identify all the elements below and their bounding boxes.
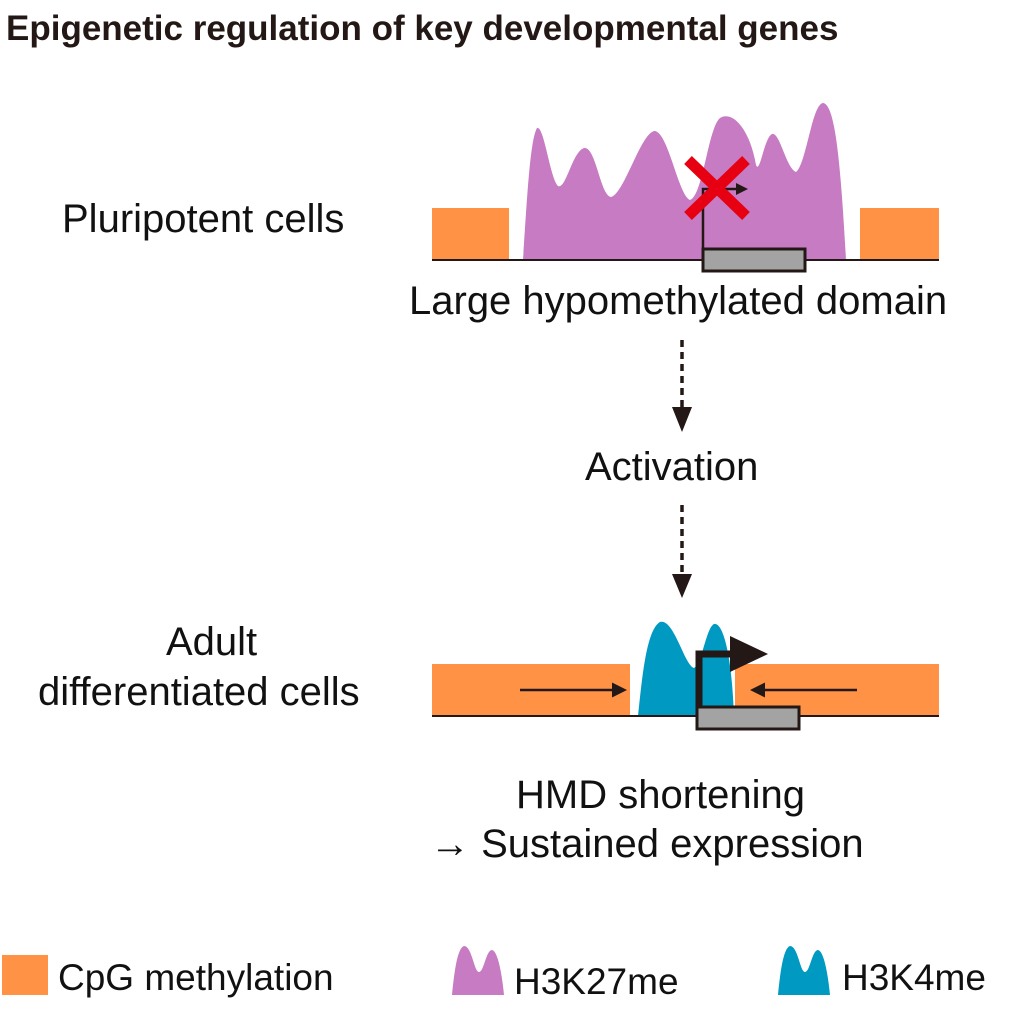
row-label-adult-line2: differentiated cells [38, 670, 360, 714]
h3k27me-peaks [523, 103, 846, 260]
top-caption: Large hypomethylated domain [409, 279, 947, 323]
row-label-pluripotent: Pluripotent cells [62, 197, 344, 241]
legend-h3k27me-label: H3K27me [514, 961, 679, 1002]
cpg-block-left [432, 208, 509, 260]
legend-h3k27me-swatch-icon [452, 946, 504, 995]
bottom-caption-line2: → Sustained expression [430, 822, 864, 866]
legend-h3k4me-swatch-icon [778, 946, 830, 995]
activation-label: Activation [585, 445, 758, 489]
legend: CpG methylation H3K27me H3K4me [2, 946, 986, 1002]
diagram-title: Epigenetic regulation of key development… [6, 9, 838, 48]
bottom-locus [432, 621, 939, 731]
h3k4me-peaks [638, 621, 734, 716]
legend-cpg-label: CpG methylation [58, 957, 334, 998]
top-tss-arrow-icon [701, 187, 738, 249]
inhibition-x-icon [684, 156, 750, 220]
row-label-adult-line1: Adult [166, 620, 257, 664]
top-gene-body [701, 247, 807, 273]
arrowhead-lower-icon [672, 574, 692, 598]
arrowhead-upper-icon [672, 407, 692, 432]
bottom-caption-line1: HMD shortening [516, 773, 805, 817]
legend-h3k4me-label: H3K4me [842, 957, 986, 998]
top-locus [432, 103, 939, 273]
bottom-gene-body [695, 705, 801, 731]
bottom-tss-arrow-icon [695, 650, 734, 707]
cpg-block-right [860, 208, 939, 260]
legend-cpg-swatch [2, 955, 48, 995]
